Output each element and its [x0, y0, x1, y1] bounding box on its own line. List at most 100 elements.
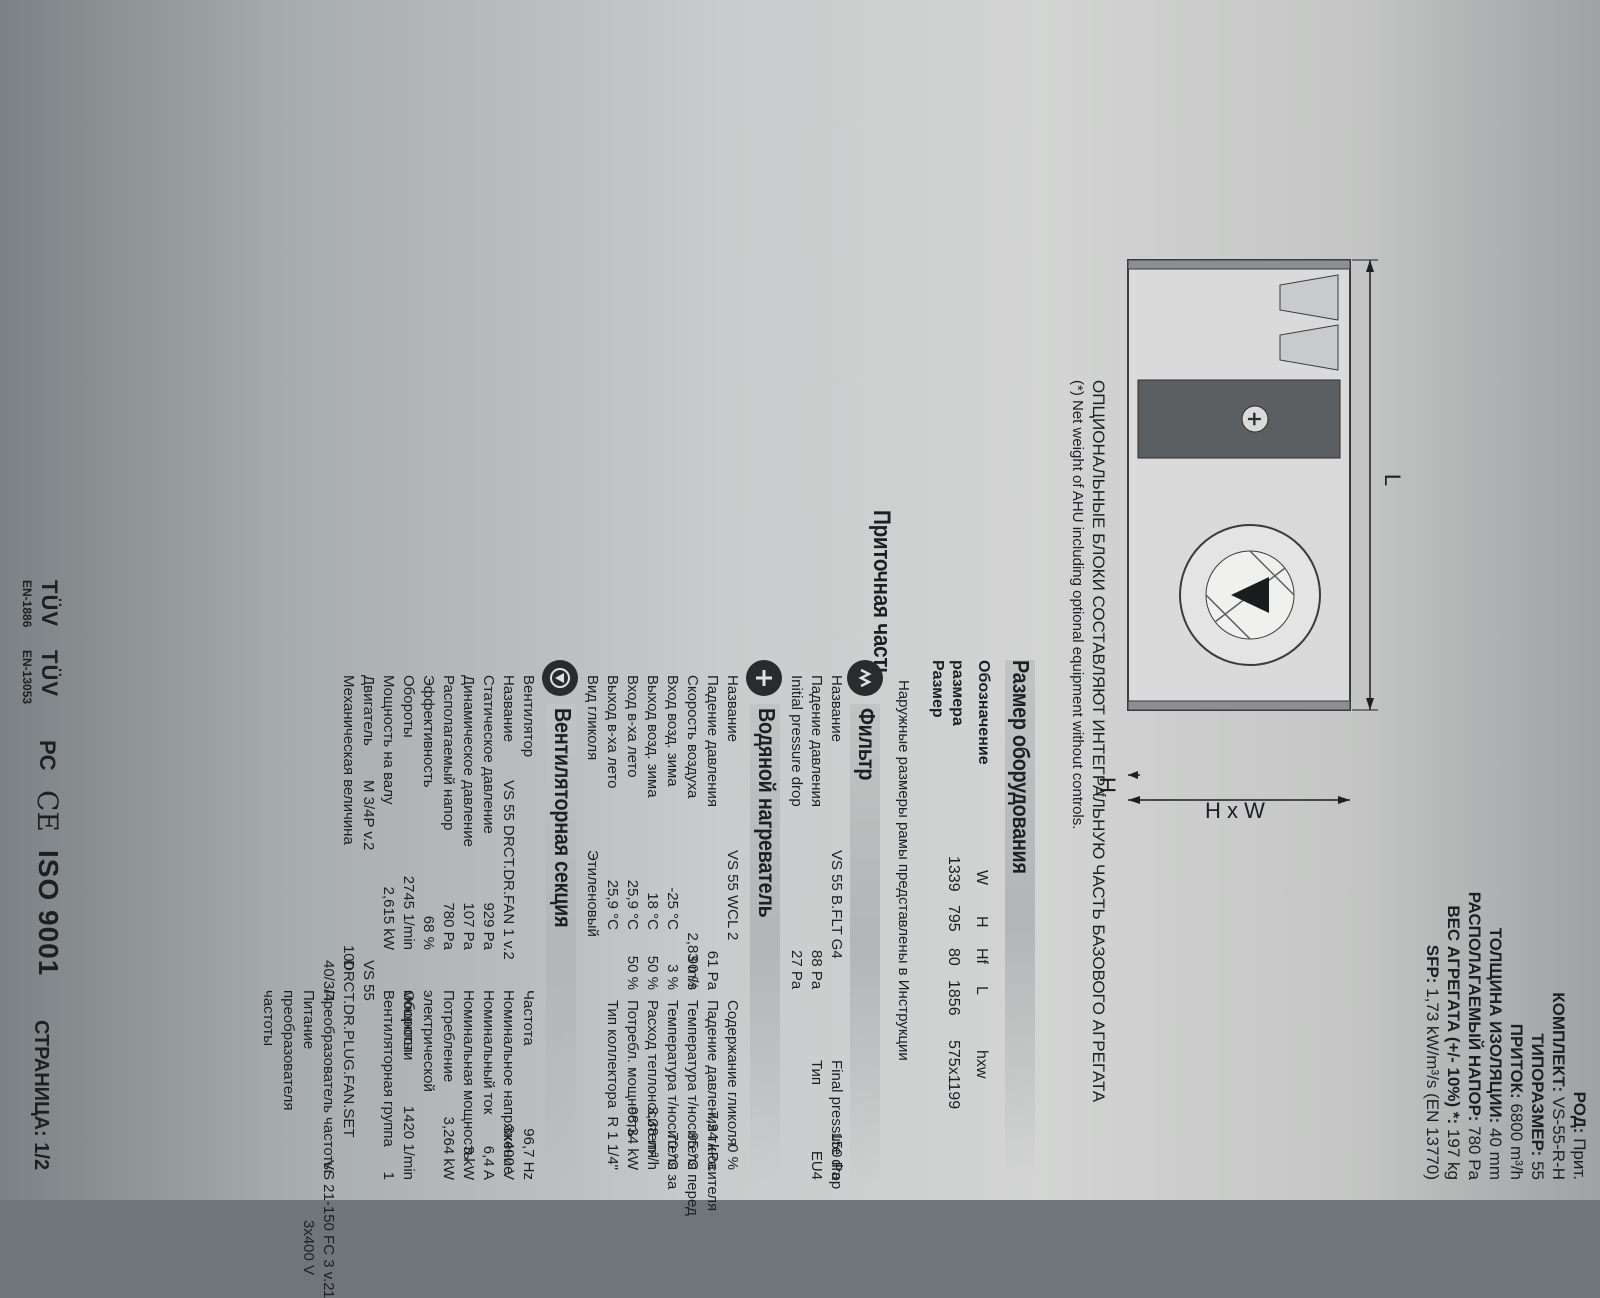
dimension-arrow-HxW-top [1338, 796, 1350, 804]
fan-right-value-5: 1420 1/min [400, 1105, 417, 1180]
fan-right-value-0: 96,7 Hz [520, 1128, 537, 1180]
page-number: СТРАНИЦА: 1/2 [30, 1020, 52, 1171]
heater-label-1: Падение давления [704, 675, 721, 807]
heater-value-0: VS 55 WCL 2 [724, 850, 741, 941]
header-napor: РАСПОЛАГАЕМЫЙ НАПОР: 780 Pa [1465, 891, 1484, 1180]
heater-right-value-0: 0 % [724, 1144, 741, 1170]
dimensions-row-label-2: размера [949, 660, 966, 726]
fan-label-5: Эффективность [420, 675, 437, 788]
dimensions-title: Размер оборудования [1008, 660, 1034, 874]
filter-label-pressure: Падение давления [808, 675, 825, 807]
fan-value-8: M 3/4P v.2 [360, 780, 377, 851]
header-ves: ВЕС АГРЕГАТА (+/- 10%) *: 197 kg [1444, 905, 1463, 1180]
filter-label-initial: Initial pressure drop [788, 675, 805, 807]
dimension-arrow-HxW-bottom [1128, 796, 1140, 804]
header-tiporazmer: ТИПОРАЗМЕР: 55 [1528, 1033, 1547, 1180]
filter-value-final: 150 Pa [828, 1132, 845, 1180]
heater-label-2: Скорость воздуха [684, 675, 701, 799]
heater-right-value-5: 98,34 kW [624, 1106, 641, 1170]
heater-label-7: Вид гликоля [584, 675, 601, 761]
heater-coil [1137, 379, 1341, 459]
fan-value-6: 2745 1/min [400, 875, 417, 950]
dimension-label-Hf: Hf [1093, 777, 1120, 797]
fan-label-7: Мощность на валу [380, 675, 397, 805]
heater-mid-value-0: 90 % [684, 955, 701, 990]
dim-header-W: W [973, 870, 990, 886]
fc-value: VS 21-150 FC 3 v.2 [320, 1160, 337, 1291]
header-sfp: SFP: 1,73 kW/m³/s (EN 13770) [1423, 944, 1442, 1180]
filter-value-type: EU4 [808, 1150, 825, 1180]
header-rod: РОД: Прит. [1570, 1091, 1589, 1180]
dim-header-Hf: Hf [973, 948, 990, 964]
heater-title: Водяной нагреватель [754, 708, 780, 918]
fan-value-1: VS 55 DRCT.DR.FAN 1 v.2 [500, 780, 517, 960]
fc-label: Преобразователь частоты [320, 990, 337, 1174]
heater-label-4: Выход возд. зима [644, 675, 661, 798]
header-komplekt: КОМПЛЕКТ: VS-55-R-H [1549, 992, 1568, 1180]
heater-right-value-3: 70 °C [664, 1132, 681, 1170]
dimension-label-L: L [1380, 474, 1405, 486]
heater-icon [746, 660, 782, 696]
heater-coil-symbol [1241, 405, 1269, 433]
fc-supply-value: 3x400 V [300, 1220, 317, 1276]
header-tolshchina: ТОЛЩИНА ИЗОЛЯЦИИ: 40 mm [1486, 927, 1505, 1180]
filter-value-pressure: 88 Pa [808, 950, 825, 990]
frame-note: Наружные размеры рамы представлены в Инс… [895, 680, 912, 1061]
dimension-label-HxW: H x W [1205, 798, 1265, 823]
fan-right-value-4: 3,264 kW [440, 1116, 457, 1180]
dimensions-row-label-1: Обозначение [975, 660, 992, 765]
fan-right-value-6: 1 [380, 1171, 397, 1180]
heater-right-value-6: R 1 1/4" [604, 1116, 621, 1170]
dim-value-L: 1856 [945, 980, 962, 1016]
filter-label-name: Название [828, 675, 845, 743]
dim-header-H: H [973, 916, 990, 928]
fan-label-4: Располагаемый напор [440, 675, 457, 831]
filter-title: Фильтр [854, 708, 880, 781]
heater-coil-plus: + [1243, 411, 1267, 428]
fan-right-label-0: Частота [520, 990, 537, 1046]
fan-right-label-5: Обороты [400, 990, 417, 1053]
heater-right-value-4: 3,38 m³/h [644, 1106, 661, 1170]
filter-label-type: Тип [808, 1060, 825, 1086]
fan-right-value-1: 3x400 V [500, 1124, 517, 1180]
fan-value-4: 780 Pa [440, 902, 457, 950]
dim-value-W: 1339 [945, 856, 962, 892]
fan-value-7: 2,615 kW [380, 886, 397, 950]
filter-value-name: VS 55 B.FLT G4 [828, 850, 845, 959]
fan-label-2: Статическое давление [480, 675, 497, 834]
filter-bag-1 [1279, 274, 1339, 321]
fan-right-label-2: Номинальный ток [480, 990, 497, 1115]
pc-mark-logo: PC [35, 740, 60, 771]
fan-label-0: Вентилятор [520, 675, 537, 758]
dim-header-hxw: hxw [973, 1050, 990, 1079]
fan-right-value-3: 3 kW [460, 1145, 477, 1180]
optional-note-en: (*) Net weight of AHU including optional… [1069, 380, 1086, 830]
optional-note-ru: ОПЦИОНАЛЬНЫЕ БЛОКИ СОСТАВЛЯЮТ ИНТЕГРАЛЬН… [1089, 380, 1108, 1103]
dim-value-hxw: 575x1199 [945, 1040, 962, 1110]
fan-label-3: Динамическое давление [460, 675, 477, 847]
heater-label-0: Название [724, 675, 741, 743]
heater-mid-value-3: 50 % [624, 955, 641, 990]
fan-label-6: Обороты [400, 675, 417, 738]
heater-mid-value-2: 50 % [644, 955, 661, 990]
heater-value-4: 18 °C [644, 892, 661, 930]
supply-section-title: Приточная часть [868, 510, 895, 680]
fan-label-1: Название [500, 675, 517, 743]
header-pritok: ПРИТОК: 6800 m³/h [1507, 1023, 1526, 1180]
fan-title: Вентиляторная секция [550, 708, 576, 928]
fan-direction-arrow [1231, 577, 1269, 613]
heater-right-value-1: 7,34 kPa [704, 1110, 721, 1170]
filter-value-initial: 27 Pa [788, 950, 805, 990]
iso-9001-logo: ISO 9001 [33, 850, 64, 977]
frame-strip-left [1127, 259, 1351, 270]
header-block: РОД: Прит. КОМПЛЕКТ: VS-55-R-H ТИПОРАЗМЕ… [1422, 892, 1590, 1180]
unit-diagram: + L Hf H x W [1093, 259, 1405, 823]
fan-label-8: Двигатель [360, 675, 377, 746]
fan-icon [542, 660, 578, 696]
heater-value-6: 25,9 °C [604, 879, 621, 930]
dimension-arrow-Hf [1128, 771, 1138, 779]
dim-header-L: L [973, 986, 990, 995]
datasheet-page: РОД: Прит. КОМПЛЕКТ: VS-55-R-H ТИПОРАЗМЕ… [0, 20, 1590, 1298]
dimension-arrow-L-right [1366, 698, 1374, 710]
